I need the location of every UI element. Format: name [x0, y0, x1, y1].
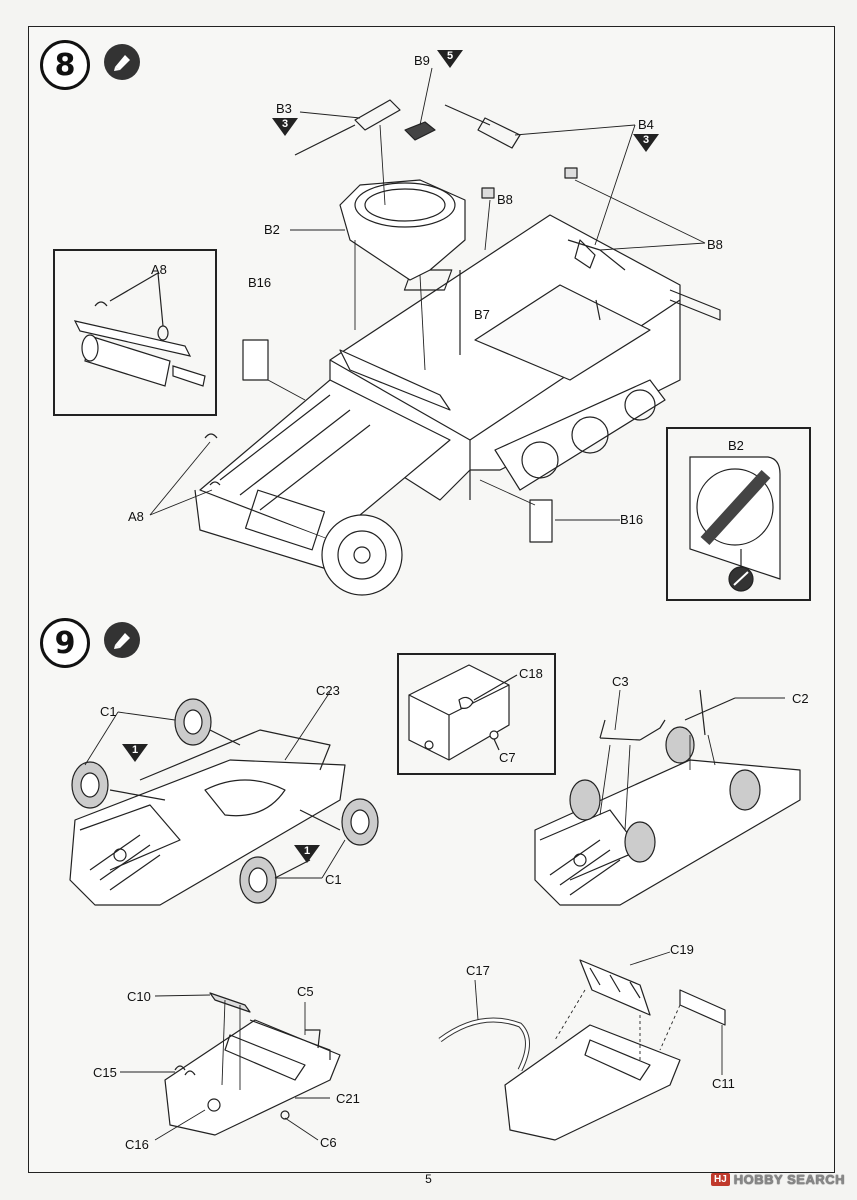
- brand-watermark: HJ HOBBY SEARCH: [710, 1172, 845, 1187]
- part-label-c1: C1: [325, 872, 342, 887]
- part-label-b4: B4: [638, 117, 654, 132]
- part-badge-b4: 3: [633, 134, 659, 152]
- inset-drawing: [73, 272, 206, 387]
- part-label-c3: C3: [612, 674, 629, 689]
- part-label-c5: C5: [297, 984, 314, 999]
- part-label-c6: C6: [320, 1135, 337, 1150]
- part-label-b16: B16: [620, 512, 644, 527]
- glue-icon: [104, 622, 140, 658]
- part-label-c16: C16: [125, 1137, 149, 1152]
- part-label-c11: C11: [712, 1076, 735, 1091]
- part-label-c15: C15: [93, 1065, 117, 1080]
- step-9-number: 9: [40, 618, 90, 668]
- part-label-c2: C2: [792, 691, 809, 706]
- inset-drawing: [689, 456, 781, 592]
- part-label-c10: C10: [127, 989, 151, 1004]
- part-label-c19: C19: [670, 942, 694, 957]
- part-label-a8: A8: [128, 509, 144, 524]
- part-label-c1: C1: [100, 704, 117, 719]
- detail-inset-a8: A8: [53, 249, 217, 416]
- part-label-b2: B2: [264, 222, 280, 237]
- part-label-c18: C18: [519, 666, 543, 681]
- part-label-b9: B9: [414, 53, 430, 68]
- detail-inset-c18: C18 C7: [397, 653, 556, 775]
- inset-drawing: [408, 664, 518, 761]
- page-number: 5: [425, 1172, 432, 1186]
- part-label-b16: B16: [248, 275, 272, 290]
- part-label-b3: B3: [276, 101, 292, 116]
- part-badge-c1: 1: [122, 744, 148, 762]
- part-label-b2: B2: [728, 438, 744, 453]
- part-label-b8: B8: [707, 237, 723, 252]
- step-8-number: 8: [40, 40, 90, 90]
- glue-icon: [104, 44, 140, 80]
- part-badge-c1: 1: [294, 845, 320, 863]
- part-label-c7: C7: [499, 750, 516, 765]
- part-label-c17: C17: [466, 963, 490, 978]
- detail-inset-b2: B2: [666, 427, 811, 601]
- part-label-c23: C23: [316, 683, 340, 698]
- part-label-b8: B8: [497, 192, 513, 207]
- part-badge-b9: 5: [437, 50, 463, 68]
- brand-text: HOBBY SEARCH: [733, 1172, 845, 1187]
- brand-logo-icon: HJ: [710, 1173, 730, 1186]
- part-label-b7: B7: [474, 307, 490, 322]
- part-label-a8: A8: [151, 262, 167, 277]
- part-label-c21: C21: [336, 1091, 360, 1106]
- part-badge-b3: 3: [272, 118, 298, 136]
